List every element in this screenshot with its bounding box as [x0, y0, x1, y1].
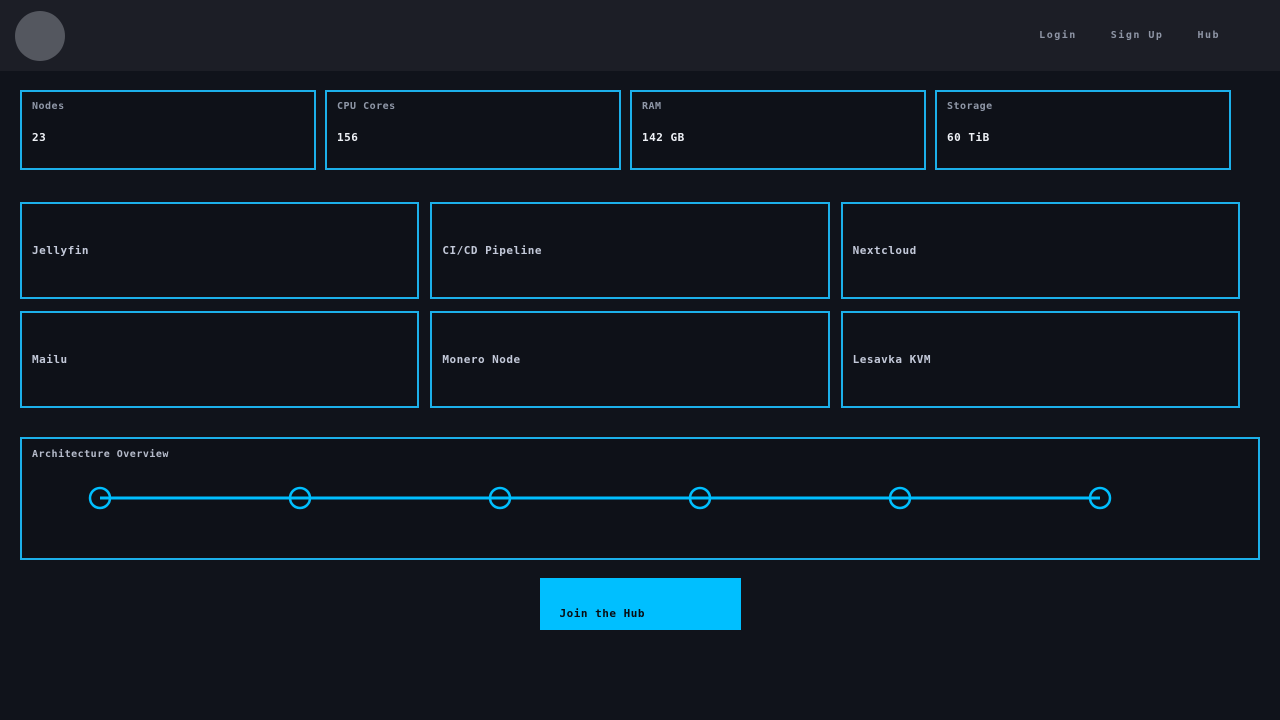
stat-value: 23	[32, 131, 47, 144]
service-label: Mailu	[32, 353, 68, 366]
stat-card-ram: RAM 142 GB	[630, 90, 926, 170]
architecture-diagram	[88, 486, 1112, 510]
stat-label: Storage	[947, 101, 993, 112]
service-card-jellyfin[interactable]: Jellyfin	[20, 202, 420, 299]
stat-value: 142 GB	[642, 131, 685, 144]
nav-link-hub[interactable]: Hub	[1197, 30, 1220, 41]
stat-value: 60 TiB	[947, 131, 990, 144]
service-label: Monero Node	[442, 353, 521, 366]
stat-label: CPU Cores	[337, 101, 396, 112]
nav-link-login[interactable]: Login	[1039, 30, 1077, 41]
stat-card-cpu-cores: CPU Cores 156	[325, 90, 621, 170]
service-label: CI/CD Pipeline	[442, 244, 543, 257]
service-card-monero-node[interactable]: Monero Node	[430, 311, 830, 408]
nav-links: Login Sign Up Hub	[1039, 30, 1220, 41]
service-card-cicd-pipeline[interactable]: CI/CD Pipeline	[430, 202, 830, 299]
join-hub-button[interactable]: Join the Hub	[539, 578, 741, 630]
stat-card-nodes: Nodes 23	[20, 90, 316, 170]
nav-link-signup[interactable]: Sign Up	[1110, 30, 1164, 41]
join-hub-label: Join the Hub	[559, 607, 645, 620]
architecture-panel: Architecture Overview	[20, 437, 1260, 560]
stat-card-storage: Storage 60 TiB	[935, 90, 1231, 170]
service-card-lesavka-kvm[interactable]: Lesavka KVM	[840, 311, 1240, 408]
stat-label: Nodes	[32, 101, 65, 112]
stat-label: RAM	[642, 101, 662, 112]
service-label: Jellyfin	[32, 244, 89, 257]
service-card-mailu[interactable]: Mailu	[20, 311, 420, 408]
service-label: Nextcloud	[852, 244, 917, 257]
stats-grid: Nodes 23 CPU Cores 156 RAM 142 GB Storag…	[20, 90, 1231, 170]
stat-value: 156	[337, 131, 359, 144]
avatar[interactable]	[15, 10, 65, 61]
service-card-nextcloud[interactable]: Nextcloud	[840, 202, 1240, 299]
service-label: Lesavka KVM	[852, 353, 932, 366]
services-grid: Jellyfin CI/CD Pipeline Nextcloud Mailu …	[20, 202, 1240, 408]
navbar: Login Sign Up Hub	[0, 0, 1280, 71]
architecture-title: Architecture Overview	[32, 449, 169, 460]
